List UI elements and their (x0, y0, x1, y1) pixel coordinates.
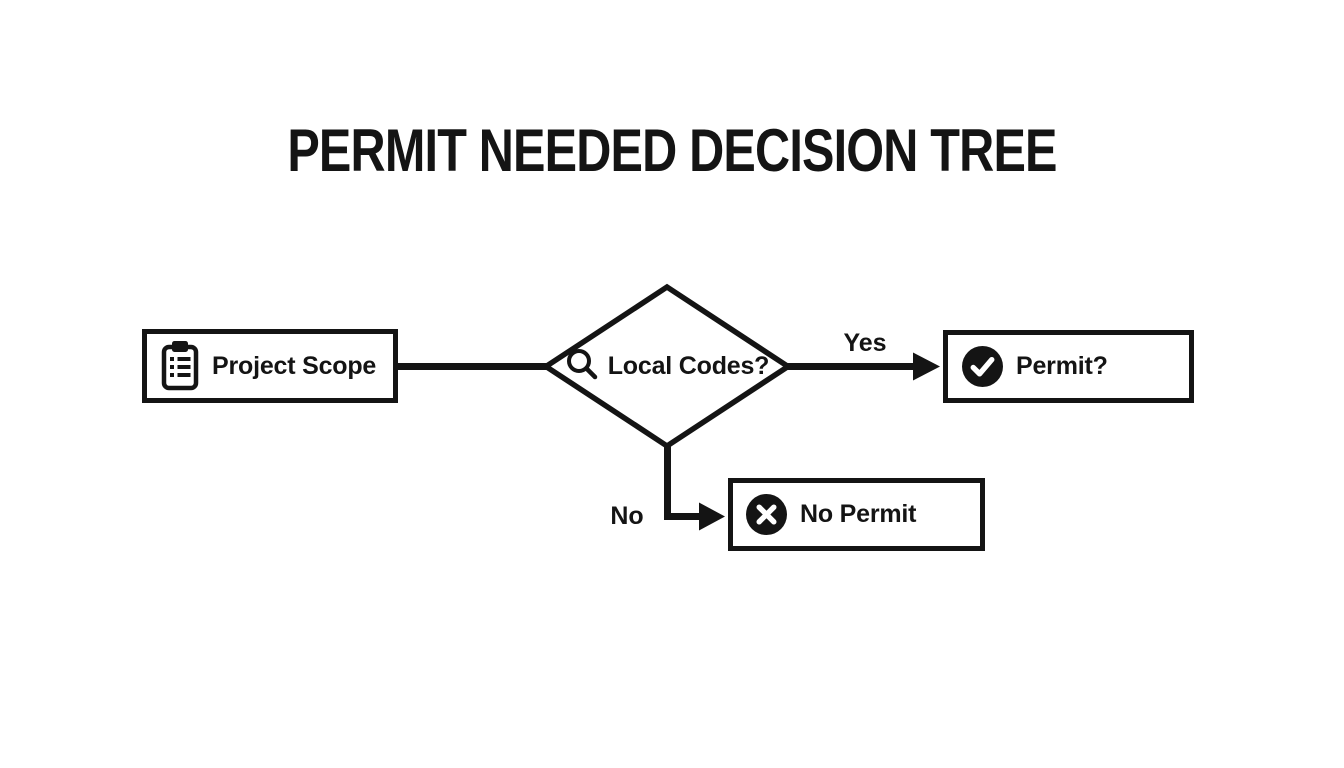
edge-no-line (664, 440, 701, 520)
node-label: Project Scope (212, 351, 377, 380)
edge-yes-arrowhead-icon (913, 352, 940, 381)
x-circle-icon (746, 494, 787, 535)
node-project-scope: Project Scope (142, 329, 398, 403)
node-no-permit: No Permit (728, 478, 985, 551)
node-local-codes: Local Codes? (553, 340, 781, 393)
node-label: Local Codes? (607, 352, 770, 380)
search-icon (565, 347, 599, 386)
edge-label-no: No (610, 502, 644, 530)
node-label: No Permit (800, 500, 917, 528)
edge-no-arrowhead-icon (699, 502, 725, 531)
check-circle-icon (962, 346, 1003, 387)
edge-label-yes: Yes (843, 329, 887, 357)
clipboard-icon (160, 341, 200, 391)
node-label: Permit? (1016, 352, 1108, 380)
page-title: PERMIT NEEDED DECISION TREE (287, 117, 1057, 184)
decision-diamond-shape (540, 283, 794, 450)
node-permit: Permit? (943, 330, 1194, 403)
